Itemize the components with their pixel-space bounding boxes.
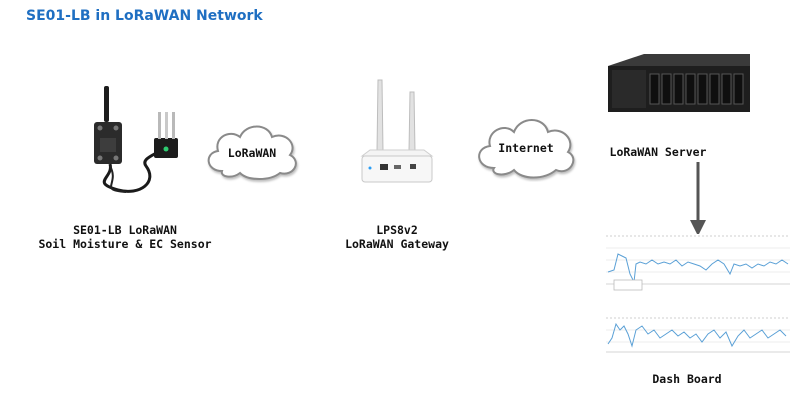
probe-pin <box>165 112 168 139</box>
lorawan-cloud: LoRaWAN <box>207 125 297 180</box>
gateway-label-line2: LoRaWAN Gateway <box>345 237 449 251</box>
dashboard-label: Dash Board <box>652 372 722 386</box>
probe-pin <box>172 112 175 139</box>
sensor-label-line1: SE01-LB LoRaWAN <box>73 223 177 237</box>
sensor-label: SE01-LB LoRaWAN Soil Moisture & EC Senso… <box>30 223 220 251</box>
dashboard-chart-top <box>606 234 790 292</box>
lorawan-cloud-label: LoRaWAN <box>228 146 277 160</box>
sensor-antenna <box>104 86 109 122</box>
internet-cloud-label: Internet <box>498 141 553 155</box>
gateway-label-line1: LPS8v2 <box>376 223 418 237</box>
diagram-title: SE01-LB in LoRaWAN Network <box>26 8 263 24</box>
server-top <box>608 54 750 66</box>
server-label: LoRaWAN Server <box>609 145 707 159</box>
internet-cloud: Internet <box>478 119 575 179</box>
gateway-device-image <box>360 79 434 183</box>
sensor-label-line2: Soil Moisture & EC Sensor <box>38 237 212 251</box>
sensor-device-image <box>94 86 178 193</box>
server-image <box>608 54 750 112</box>
dashboard-image <box>606 234 790 354</box>
server-to-dashboard-arrow <box>690 162 706 236</box>
probe-pin <box>158 112 161 139</box>
gateway-antenna-right <box>408 91 416 153</box>
dashboard-chart-bottom <box>606 317 790 354</box>
sensor-cable <box>102 146 166 193</box>
gateway-antenna-left <box>376 79 384 153</box>
gateway-label: LPS8v2 LoRaWAN Gateway <box>312 223 482 251</box>
